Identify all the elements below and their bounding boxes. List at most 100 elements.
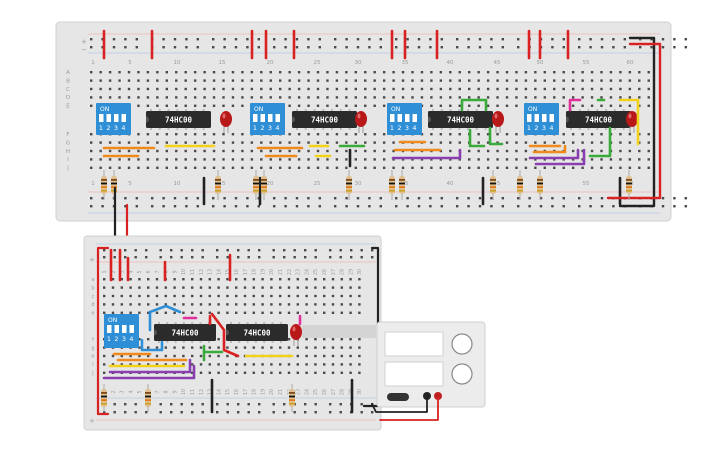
chip-pin <box>313 128 316 130</box>
chip-label: 74HC00 <box>447 116 475 125</box>
chip-pin <box>185 109 188 111</box>
bottom-chip-1: 74HC00 <box>154 322 216 343</box>
chip-pin <box>182 341 185 343</box>
bottom-row-letter: e <box>91 311 94 317</box>
dip-switch-number: 3 <box>268 124 272 132</box>
chip-pin <box>246 341 249 343</box>
bottom-column-number: 28 <box>340 389 346 395</box>
resistor-band <box>389 186 395 188</box>
chip-pin <box>191 322 194 324</box>
dip-switch-number: 3 <box>122 335 126 343</box>
resistor-band <box>253 189 259 192</box>
chip-pin <box>191 341 194 343</box>
resistor-band <box>101 182 107 185</box>
dip-switch-lever <box>390 114 395 122</box>
chip-pin <box>475 109 478 111</box>
dip-switch-lever <box>107 325 112 333</box>
bottom-column-number: 15 <box>225 269 231 275</box>
led-body <box>290 324 302 340</box>
top-resistor <box>399 170 405 200</box>
bottom-column-number: 27 <box>331 389 337 395</box>
top-edge-wire-red <box>606 42 662 200</box>
chip-pin <box>578 109 581 111</box>
chip-pin <box>322 109 325 111</box>
chip-pin <box>570 128 572 130</box>
top-chip-4: 74HC00 <box>566 109 631 130</box>
top-wire-green <box>468 128 486 148</box>
bottom-column-number: 9 <box>172 390 178 393</box>
dip-switch-number: 3 <box>542 124 546 132</box>
top-led-3 <box>492 111 504 133</box>
dip-switch-lever <box>527 114 532 122</box>
top-rail-minus-sign: − <box>81 46 87 54</box>
bottom-column-number: 3 <box>120 270 126 273</box>
resistor-band <box>261 182 267 185</box>
dip-switch-lever <box>129 325 134 333</box>
bottom-wire-blue <box>140 338 164 352</box>
dip-switch-on-label: ON <box>528 106 537 113</box>
chip-pin <box>467 109 470 111</box>
dip-switch-number: 1 <box>527 124 531 132</box>
resistor-band <box>253 186 259 188</box>
chip-pin <box>322 128 325 130</box>
top-wire-green <box>460 98 488 112</box>
bottom-row-letter: j <box>91 371 93 377</box>
top-led-2 <box>355 111 367 133</box>
resistor-band <box>111 182 117 185</box>
power-supply-knob <box>451 363 473 385</box>
power-supply-display <box>384 361 444 387</box>
top-column-number: 50 <box>537 60 544 66</box>
top-wire-green <box>488 126 504 146</box>
top-column-number: 45 <box>494 181 501 187</box>
chip-body <box>566 111 631 128</box>
dip-switch-body <box>524 103 559 135</box>
bottom-column-number: 23 <box>296 269 302 275</box>
bottom-column-number: 3 <box>120 390 126 393</box>
resistor-band <box>626 189 632 192</box>
top-column-number: 55 <box>583 181 590 187</box>
resistor-band <box>289 392 295 394</box>
dip-switch-lever <box>253 114 258 122</box>
chip-pin <box>207 341 210 343</box>
top-wire-purple <box>534 148 586 166</box>
chip-pin <box>304 109 307 111</box>
bottom-column-number: 24 <box>304 389 310 395</box>
bottom-column-number: 5 <box>137 270 143 273</box>
resistor-band <box>101 392 107 394</box>
dip-switch-number: 1 <box>107 335 111 343</box>
resistor-band <box>253 182 259 185</box>
resistor-band <box>537 182 543 185</box>
bottom-resistor <box>289 384 295 412</box>
bottom-column-number: 26 <box>322 269 328 275</box>
resistor-band <box>215 179 221 181</box>
power-supply-icon <box>376 321 486 408</box>
bottom-column-number: 18 <box>252 269 258 275</box>
dip-switch-lever <box>534 114 539 122</box>
dip-switch-number: 3 <box>114 124 118 132</box>
top-resistor <box>490 170 496 200</box>
bottom-column-number: 26 <box>322 389 328 395</box>
top-resistor <box>215 170 221 200</box>
dip-switch-lever <box>549 114 554 122</box>
dip-switch-number: 4 <box>412 124 416 132</box>
resistor-band <box>399 186 405 188</box>
dip-switch-lever <box>397 114 402 122</box>
bottom-column-number: 19 <box>260 269 266 275</box>
top-resistor <box>626 170 632 200</box>
dip-switch-on-label: ON <box>100 106 109 113</box>
chip-notch <box>146 116 149 123</box>
chip-pin <box>596 128 599 130</box>
bottom-column-number: 5 <box>137 390 143 393</box>
dip-switch-on-label: ON <box>391 106 400 113</box>
resistor-band <box>101 399 107 401</box>
chip-pin <box>166 341 169 343</box>
chip-pin <box>263 341 266 343</box>
chip-label: 74HC00 <box>243 329 271 338</box>
resistor-band <box>145 399 151 401</box>
resistor-band <box>537 179 543 181</box>
bottom-column-number: 2 <box>111 390 117 393</box>
top-column-number: 10 <box>174 181 181 187</box>
chip-pin <box>254 341 257 343</box>
chip-pin <box>263 322 266 324</box>
